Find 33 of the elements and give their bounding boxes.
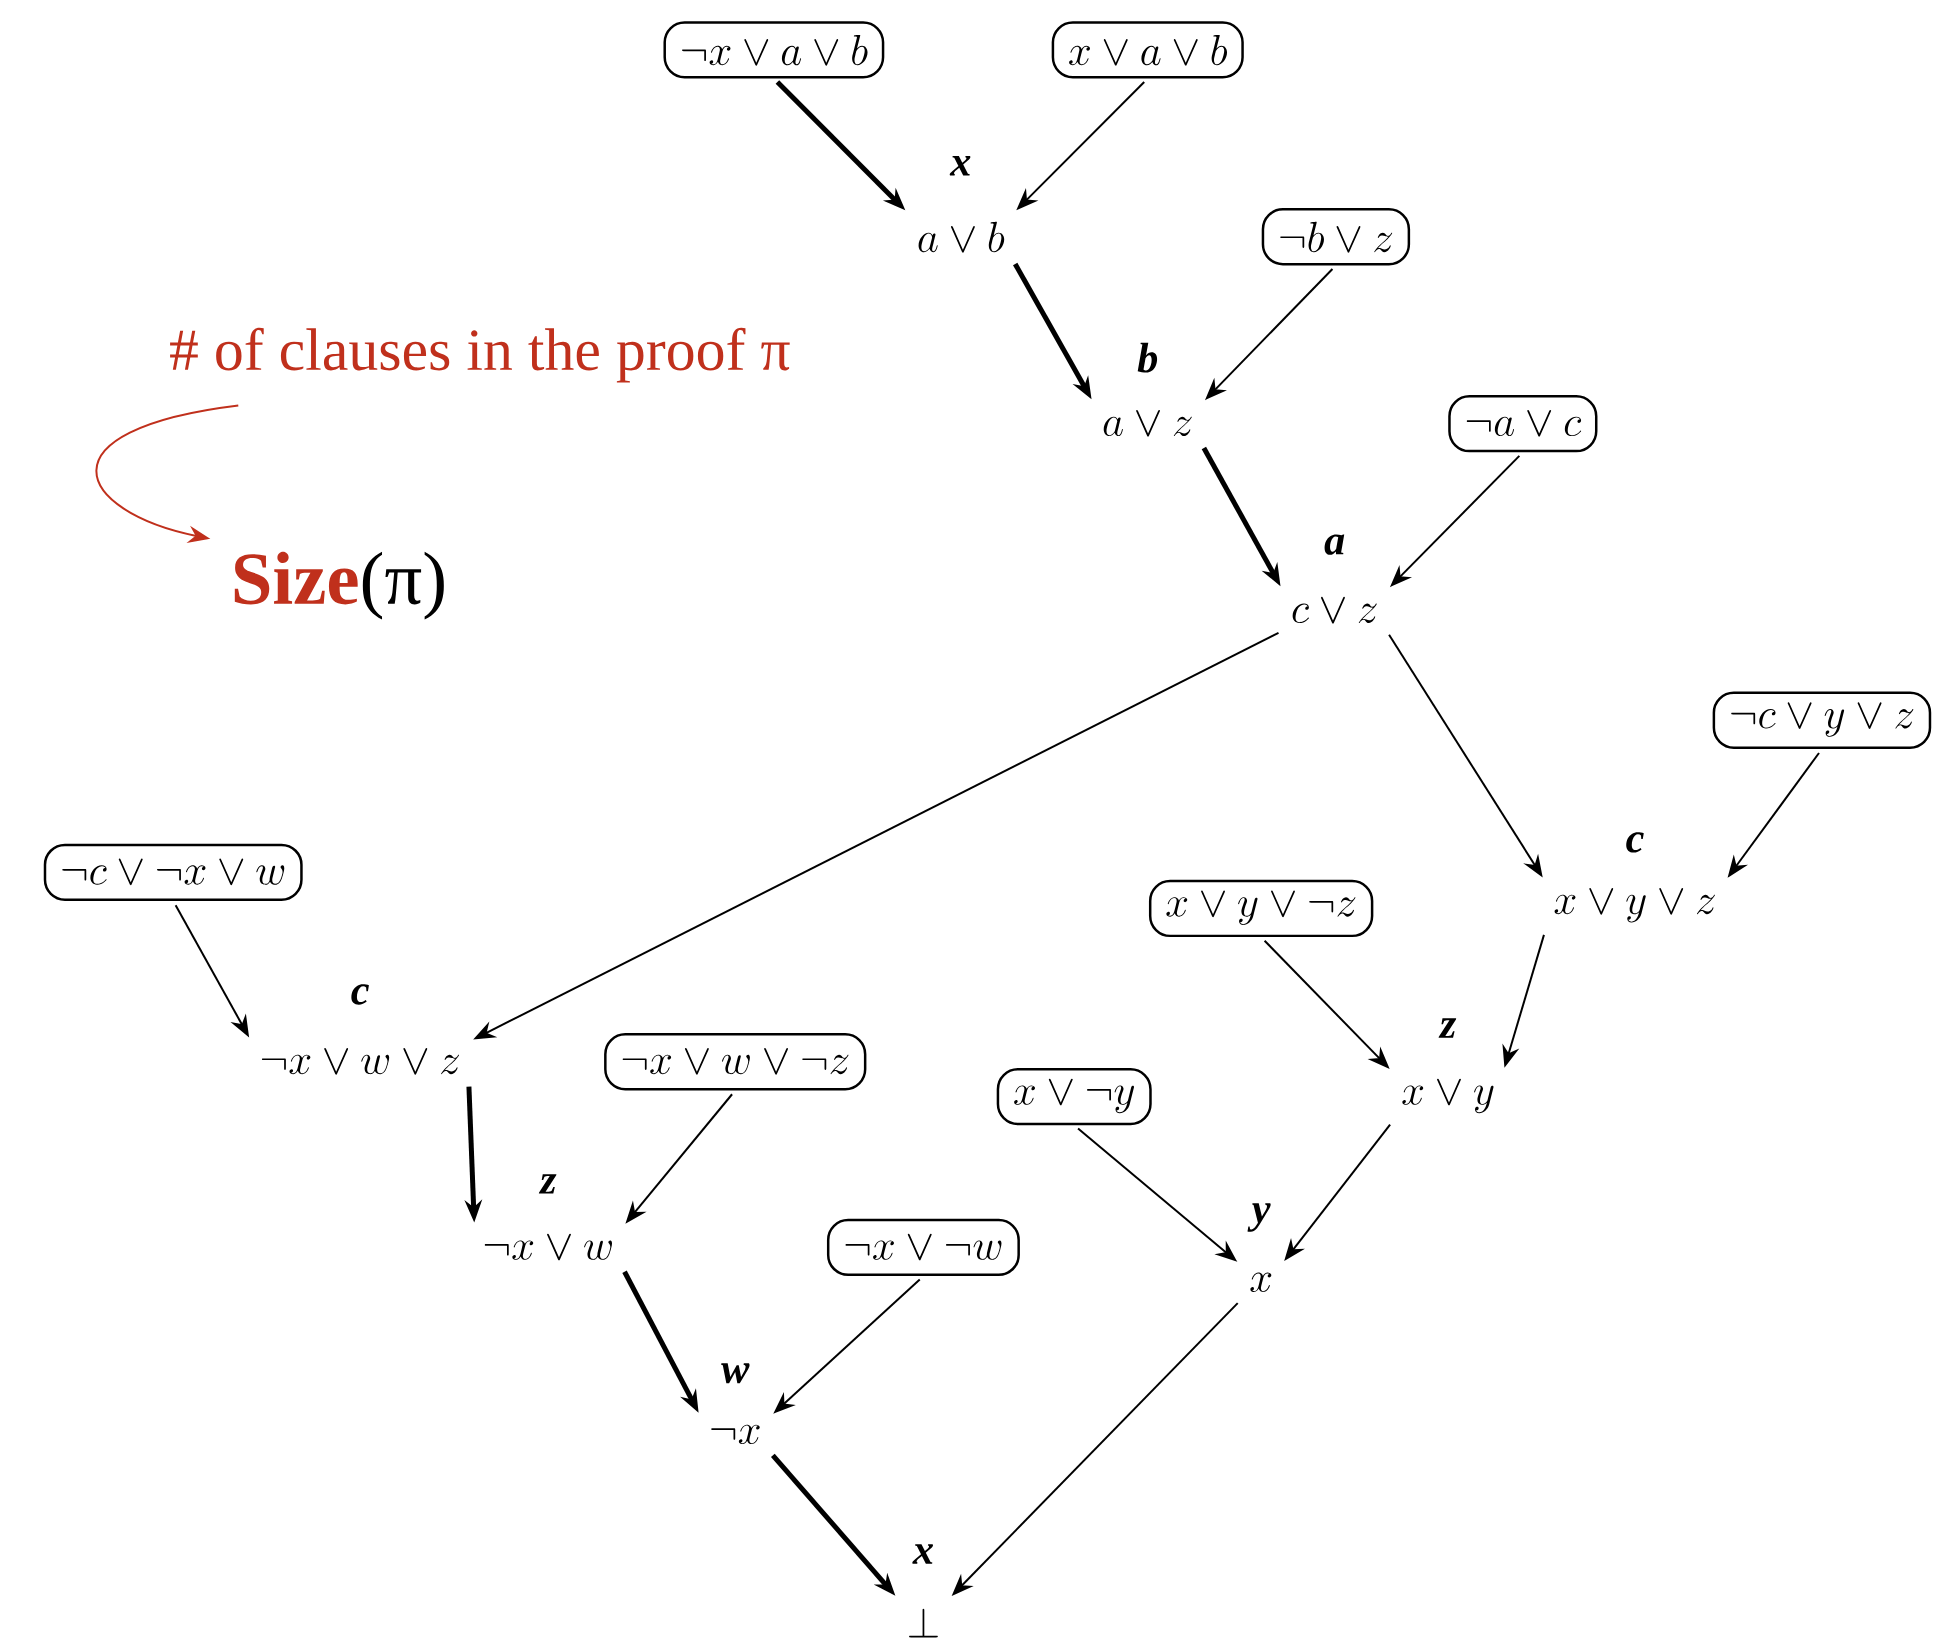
- pivot-label: w: [721, 1363, 750, 1384]
- arrow: [95, 404, 240, 543]
- clause-text: $x$: [1250, 1272, 1272, 1293]
- pivot-label: c: [351, 984, 369, 1005]
- annotation-text: # of clauses in the proof π: [170, 327, 790, 383]
- clause-box: $\neg b \lor z$: [1261, 208, 1411, 266]
- clause-text: $a \lor z$: [1103, 409, 1192, 437]
- clause-box: $\neg x \lor w \lor \neg z$: [604, 1033, 867, 1091]
- clause-text: $\bot$: [909, 1608, 938, 1638]
- pivot-label: z: [1438, 1018, 1457, 1038]
- pivot-label: y: [1247, 1203, 1271, 1232]
- clause-box: $x \lor \neg y$: [996, 1068, 1152, 1126]
- clause-box: $\neg c \lor \neg x \lor w$: [43, 843, 303, 901]
- pivot-label: z: [538, 1174, 557, 1194]
- clause-text: $\neg x$: [711, 1424, 760, 1445]
- clause-box: $\neg x \lor \neg w$: [826, 1218, 1020, 1277]
- pivot-label: b: [1137, 342, 1158, 373]
- clause-text: $\neg x \lor w \lor z$: [261, 1048, 460, 1075]
- pivot-label: a: [1324, 534, 1345, 555]
- clause-text: $\neg x \lor w$: [484, 1233, 612, 1261]
- clause-box: $\neg x \lor a \lor b$: [663, 21, 885, 79]
- clause-text: $c \lor z$: [1292, 596, 1377, 624]
- pivot-label: x: [912, 1544, 933, 1564]
- clause-box: $x \lor y \lor \neg z$: [1148, 879, 1374, 938]
- size-label: Size(π): [234, 551, 444, 620]
- pivot-label: x: [949, 156, 971, 176]
- clause-text: $x \lor y \lor z$: [1554, 888, 1715, 923]
- clause-text: $a \lor b$: [918, 221, 1005, 253]
- clause-box: $x \lor a \lor b$: [1051, 21, 1244, 79]
- pivot-label: c: [1626, 832, 1644, 853]
- clause-box: $\neg a \lor c$: [1448, 395, 1598, 453]
- clause-box: $\neg c \lor y \lor z$: [1712, 691, 1932, 749]
- clause-text: $x \lor y$: [1402, 1078, 1494, 1114]
